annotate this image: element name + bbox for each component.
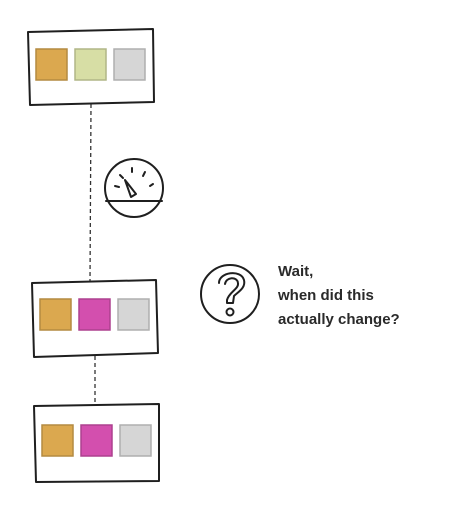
- state-card-2-swatches: [39, 298, 150, 331]
- state-card-1: [27, 28, 155, 106]
- gauge-icon: [104, 158, 164, 218]
- color-swatch: [80, 424, 113, 457]
- color-swatch: [117, 298, 150, 331]
- color-swatch: [41, 424, 74, 457]
- caption-line-2: when did this: [278, 287, 374, 304]
- caption-line-1: Wait,: [278, 263, 314, 280]
- state-card-1-swatches: [35, 48, 146, 81]
- color-swatch: [113, 48, 146, 81]
- question-caption: Wait, when did this actually change?: [278, 260, 400, 332]
- color-swatch: [39, 298, 72, 331]
- question-mark-icon: [200, 264, 260, 324]
- color-swatch: [35, 48, 68, 81]
- color-swatch: [74, 48, 107, 81]
- state-card-3-swatches: [41, 424, 152, 457]
- connector-line-top: [89, 103, 92, 282]
- state-card-3: [33, 403, 160, 483]
- caption-line-3: actually change?: [278, 311, 400, 328]
- color-swatch: [78, 298, 111, 331]
- color-swatch: [119, 424, 152, 457]
- state-card-2: [31, 279, 159, 358]
